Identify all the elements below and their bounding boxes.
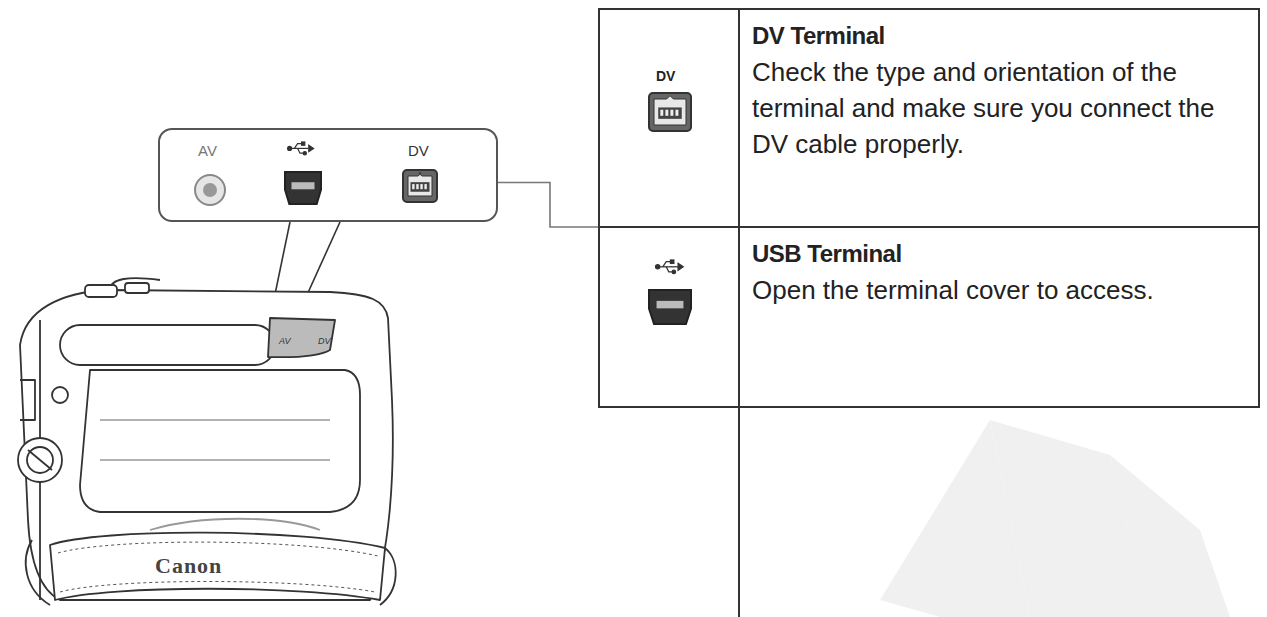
row-heading: USB Terminal [752, 240, 902, 268]
watermark [880, 420, 1230, 617]
row-body: Open the terminal cover to access. [752, 272, 1246, 308]
strip-label: DV [318, 336, 331, 346]
icon-label: DV [656, 68, 675, 84]
port-label: AV [198, 142, 217, 159]
table-row: DV DV TerminalCheck the type and orientat… [598, 8, 1260, 228]
row-heading: DV Terminal [752, 22, 885, 50]
row-body: Check the type and orientation of the te… [752, 54, 1246, 162]
port-label: DV [408, 142, 429, 159]
terminal-panel: AV DV [158, 128, 498, 222]
camcorder-illustration [18, 278, 396, 605]
brand-label: Canon [155, 553, 222, 579]
cell-divider [600, 228, 1258, 406]
strip-label: AV [279, 336, 291, 346]
table-row: USB TerminalOpen the terminal cover to a… [598, 226, 1260, 408]
leader-line [498, 183, 598, 227]
